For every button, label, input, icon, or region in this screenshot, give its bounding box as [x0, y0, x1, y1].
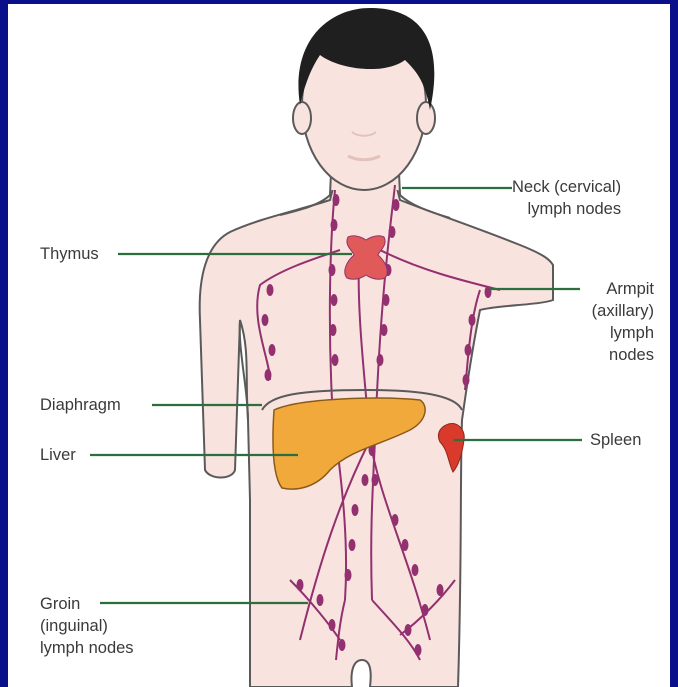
- label-diaphragm: Diaphragm: [40, 394, 121, 416]
- lymph-node: [437, 584, 444, 596]
- label-groin-line-2: (inguinal): [40, 615, 134, 637]
- lymph-node: [331, 294, 338, 306]
- lymph-node: [402, 539, 409, 551]
- lymph-node: [422, 604, 429, 616]
- lymph-node: [383, 294, 390, 306]
- lymph-node: [465, 344, 472, 356]
- lymph-node: [265, 369, 272, 381]
- lymph-node: [362, 474, 369, 486]
- label-liver: Liver: [40, 444, 76, 466]
- lymph-node: [372, 474, 379, 486]
- label-neck-line-1: Neck (cervical): [512, 176, 621, 198]
- label-armpit-line-3: lymph: [582, 322, 654, 344]
- lymph-node: [329, 264, 336, 276]
- lymph-node: [330, 324, 337, 336]
- lymph-node: [352, 504, 359, 516]
- lymph-node: [412, 564, 419, 576]
- lymph-node: [331, 219, 338, 231]
- lymph-node: [333, 194, 340, 206]
- lymph-node: [269, 344, 276, 356]
- lymph-node: [317, 594, 324, 606]
- lymph-node: [485, 286, 492, 298]
- label-neck-line-2: lymph nodes: [512, 198, 621, 220]
- body-figure: [200, 8, 553, 687]
- lymph-node: [267, 284, 274, 296]
- lymph-node: [405, 624, 412, 636]
- label-armpit-line-1: Armpit: [582, 278, 654, 300]
- lymph-node: [392, 514, 399, 526]
- label-groin-line-1: Groin: [40, 593, 134, 615]
- lymph-node: [339, 639, 346, 651]
- lymph-node: [349, 539, 356, 551]
- label-thymus: Thymus: [40, 243, 99, 265]
- lymph-node: [415, 644, 422, 656]
- lymph-node: [463, 374, 470, 386]
- label-groin-line-3: lymph nodes: [40, 637, 134, 659]
- label-groin-lymph-nodes: Groin (inguinal) lymph nodes: [40, 593, 134, 659]
- ear-left: [293, 102, 311, 134]
- lymph-node: [345, 569, 352, 581]
- lymph-node: [381, 324, 388, 336]
- label-armpit-line-4: nodes: [582, 344, 654, 366]
- label-armpit-lymph-nodes: Armpit (axillary) lymph nodes: [582, 278, 654, 366]
- lymph-node: [297, 579, 304, 591]
- lymph-node: [393, 199, 400, 211]
- label-spleen: Spleen: [590, 429, 641, 451]
- lymph-node: [377, 354, 384, 366]
- lymph-node: [389, 226, 396, 238]
- label-armpit-line-2: (axillary): [582, 300, 654, 322]
- label-neck-lymph-nodes: Neck (cervical) lymph nodes: [512, 176, 621, 220]
- lymph-node: [329, 619, 336, 631]
- lymph-node: [262, 314, 269, 326]
- lymph-node: [469, 314, 476, 326]
- lymph-node: [332, 354, 339, 366]
- thymus: [345, 236, 387, 279]
- ear-right: [417, 102, 435, 134]
